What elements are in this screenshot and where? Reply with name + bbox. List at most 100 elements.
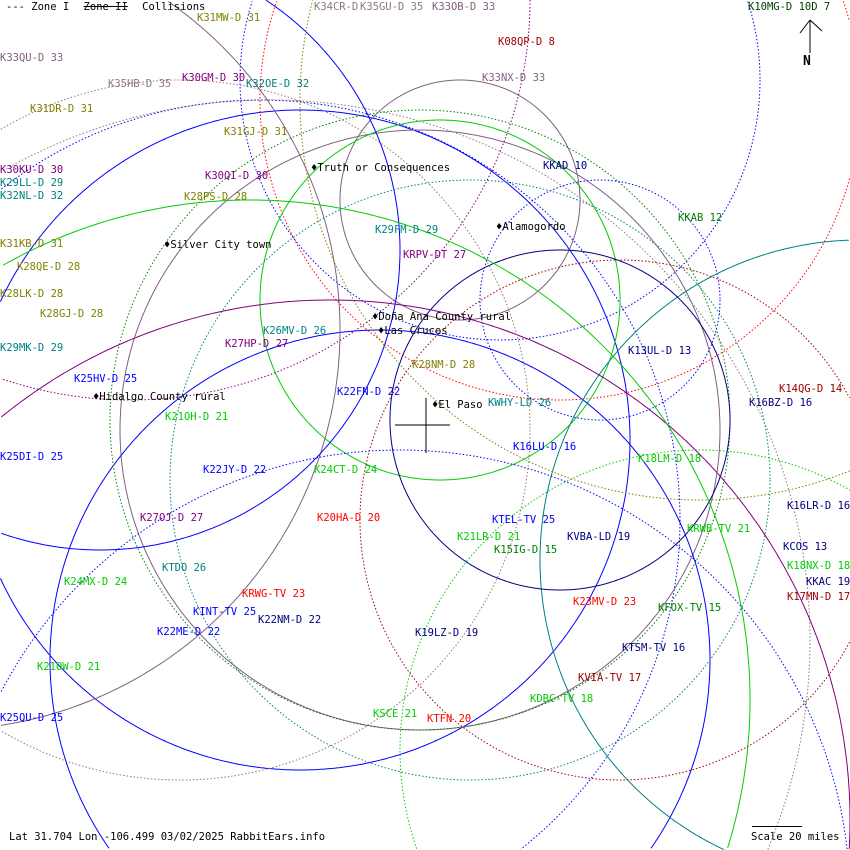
station-label[interactable]: KWHY-LD 26 (488, 397, 552, 409)
city-marker: ♦Doña Ana County rural (372, 311, 511, 323)
city-dot-icon: ♦ (372, 311, 379, 323)
coverage-contour (169, 179, 771, 781)
station-label[interactable]: K33OB-D 33 (432, 1, 496, 13)
station-label[interactable]: K33NX-D 33 (482, 72, 546, 84)
station-label[interactable]: K31MW-D 31 (197, 12, 261, 24)
station-label[interactable]: K27OJ-D 27 (140, 512, 204, 524)
city-marker: ♦El Paso (432, 399, 483, 411)
station-label[interactable]: K28LK-D 28 (0, 288, 64, 300)
station-label[interactable]: K27HP-D 27 (225, 338, 289, 350)
station-label[interactable]: K30QI-D 30 (205, 170, 269, 182)
city-dot-icon: ♦ (432, 399, 439, 411)
city-dot-icon: ♦ (378, 325, 385, 337)
station-label[interactable]: KTSM-TV 16 (622, 642, 686, 654)
north-label: N (803, 54, 811, 69)
station-label[interactable]: K25HV-D 25 (74, 373, 138, 385)
city-name: Alamogordo (502, 221, 566, 233)
station-label[interactable]: K30KU-D 30 (0, 164, 64, 176)
station-label[interactable]: K21OW-D 21 (37, 661, 101, 673)
station-label[interactable]: K24CT-D 24 (314, 464, 378, 476)
station-label[interactable]: K29MK-D 29 (0, 342, 64, 354)
station-label[interactable]: KKAC 19 (806, 576, 850, 588)
station-label[interactable]: K28NM-D 28 (412, 359, 476, 371)
station-label[interactable]: K21OH-D 21 (165, 411, 229, 423)
station-label[interactable]: KFOX-TV 15 (658, 602, 722, 614)
station-label[interactable]: K25QU-D 25 (0, 712, 64, 724)
station-label[interactable]: KDBC-TV 18 (530, 693, 594, 705)
coverage-contour (389, 249, 731, 591)
city-marker: ♦Silver City town (164, 239, 271, 251)
station-label[interactable]: KTEL-TV 25 (492, 514, 556, 526)
station-label[interactable]: K31GJ-D 31 (224, 126, 288, 138)
station-label[interactable]: K28QE-D 28 (17, 261, 81, 273)
coverage-contour (339, 79, 581, 321)
station-label[interactable]: K24MX-D 24 (64, 576, 128, 588)
station-label[interactable]: K08QP-D 8 (498, 36, 555, 48)
station-label[interactable]: K35GU-D 35 (360, 1, 424, 13)
station-label[interactable]: K26MV-D 26 (263, 325, 327, 337)
station-label[interactable]: KKAD 10 (543, 160, 588, 172)
station-label[interactable]: KRPV-DT 27 (403, 249, 467, 261)
station-label[interactable]: KCOS 13 (783, 541, 828, 553)
station-label[interactable]: K14QG-D 14 (779, 383, 843, 395)
scale-bar (752, 826, 802, 827)
station-label[interactable]: K28GJ-D 28 (40, 308, 104, 320)
station-label[interactable]: K18NX-D 18 (787, 560, 850, 572)
station-label[interactable]: K29LL-D 29 (0, 177, 64, 189)
station-label[interactable]: K16BZ-D 16 (749, 397, 813, 409)
city-dot-icon: ♦ (496, 221, 503, 233)
crosshair-icon (395, 398, 450, 453)
station-label[interactable]: K18LM-D 18 (638, 453, 702, 465)
station-label[interactable]: K21LR-D 21 (457, 531, 521, 543)
coverage-contour (3, 99, 811, 850)
station-label[interactable]: K34CR-D (314, 1, 359, 13)
coverage-contour (0, 0, 531, 401)
station-label[interactable]: K33QU-D 33 (0, 52, 64, 64)
station-label[interactable]: K20HA-D 20 (317, 512, 381, 524)
station-label[interactable]: K10MG-D 10D 7 (748, 1, 831, 13)
station-label[interactable]: KKAB 12 (678, 212, 723, 224)
coverage-contour (239, 1, 761, 341)
coverage-contour (2, 199, 751, 849)
coverage-contour (49, 329, 711, 849)
city-marker: ♦Las Cruces (378, 325, 448, 337)
station-label[interactable]: K25DI-D 25 (0, 451, 64, 463)
coverage-contour (539, 239, 849, 850)
city-dot-icon: ♦ (164, 239, 171, 251)
station-label[interactable]: K22FN-D 22 (337, 386, 401, 398)
station-label[interactable]: K15IG-D 15 (494, 544, 558, 556)
legend-collisions: Collisions (142, 1, 206, 13)
station-label[interactable]: K16LR-D 16 (787, 500, 850, 512)
station-label[interactable]: K28PS-D 28 (184, 191, 248, 203)
station-label[interactable]: K19LZ-D 19 (415, 627, 479, 639)
station-label[interactable]: K35HB-D 35 (108, 78, 172, 90)
station-label[interactable]: KINT-TV 25 (193, 606, 257, 618)
station-label[interactable]: KTDO 26 (162, 562, 207, 574)
station-label[interactable]: K17MN-D 17 (787, 591, 850, 603)
station-label[interactable]: K30GM-D 30 (182, 72, 246, 84)
station-label[interactable]: KTFN 20 (427, 713, 472, 725)
station-label[interactable]: K32OE-D 32 (246, 78, 310, 90)
station-label[interactable]: KRWB-TV 21 (687, 523, 751, 535)
coverage-contour (259, 119, 621, 481)
station-label[interactable]: KVIA-TV 17 (578, 672, 642, 684)
station-label[interactable]: K31DR-D 31 (30, 103, 94, 115)
station-label[interactable]: KRWG-TV 23 (242, 588, 306, 600)
city-name: El Paso (438, 399, 483, 411)
station-label[interactable]: K23MV-D 23 (573, 596, 637, 608)
coordinates-readout: Lat 31.704 Lon -106.499 03/02/2025 Rabbi… (9, 831, 326, 843)
station-label[interactable]: K31KB-D 31 (0, 238, 64, 250)
station-label[interactable]: KVBA-LD 19 (567, 531, 631, 543)
coverage-contour (299, 0, 850, 501)
station-label[interactable]: KSCE 21 (373, 708, 418, 720)
station-label[interactable]: K22JY-D 22 (203, 464, 267, 476)
station-label[interactable]: K32NL-D 32 (0, 190, 64, 202)
station-label[interactable]: K13UL-D 13 (628, 345, 692, 357)
station-label[interactable]: K16LU-D 16 (513, 441, 577, 453)
coverage-contour (1, 99, 681, 850)
station-label[interactable]: K29FM-D 29 (375, 224, 439, 236)
legend-zone-2: Zone II (83, 1, 128, 13)
station-label[interactable]: K22NM-D 22 (258, 614, 322, 626)
station-label[interactable]: K22ME-D 22 (157, 626, 221, 638)
